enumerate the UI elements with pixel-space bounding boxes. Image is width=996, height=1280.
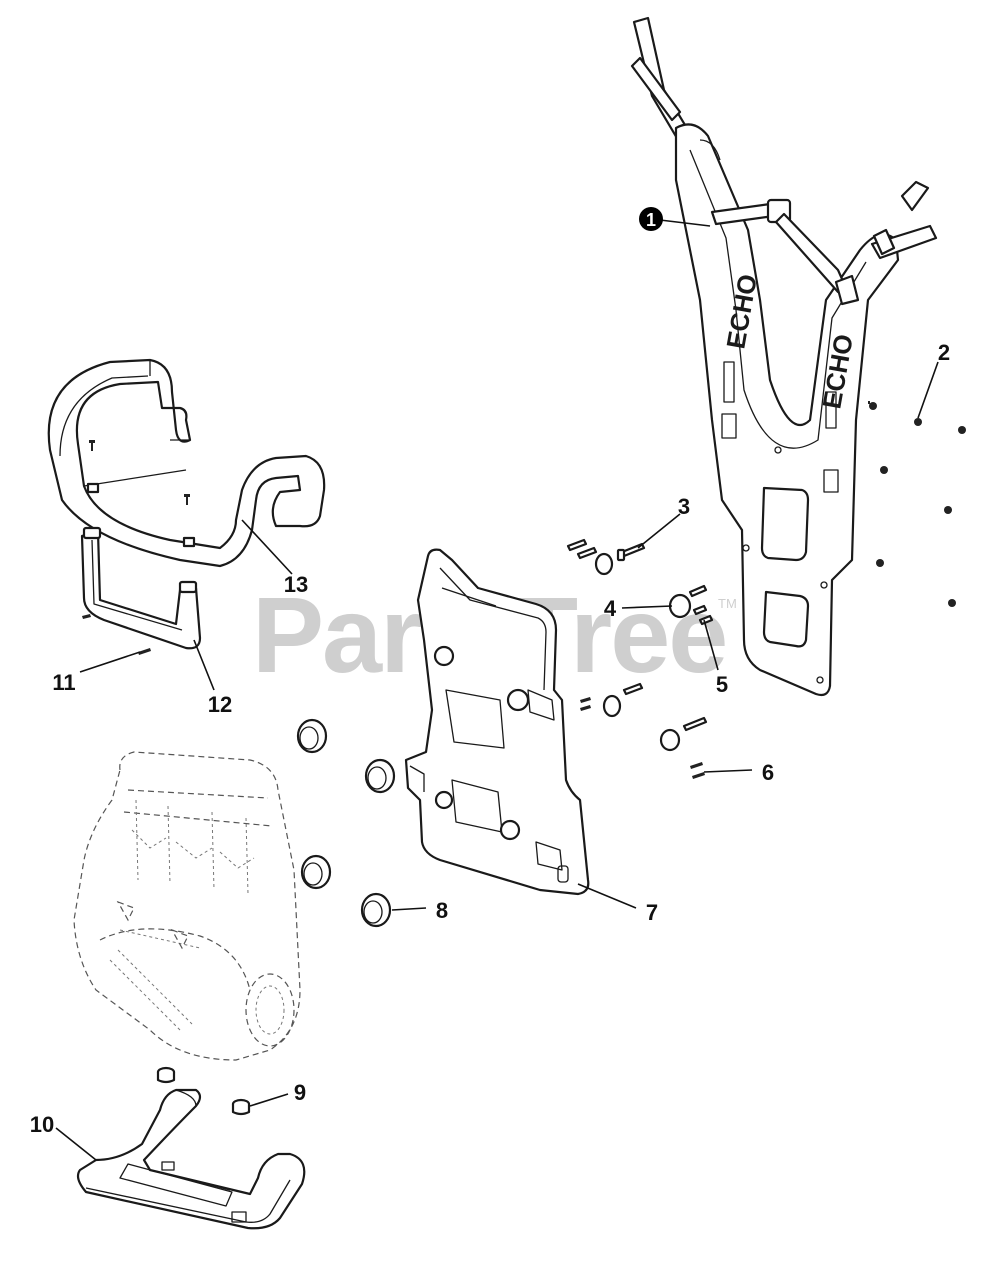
callout-2: 2: [938, 340, 950, 365]
callout-10: 10: [30, 1112, 54, 1137]
screw-set-part-6[interactable]: [580, 697, 705, 779]
engine-phantom-outline: [73, 751, 301, 1061]
bolt-part-3[interactable]: [566, 538, 646, 576]
callout-7: 7: [646, 900, 658, 925]
callout-11: 11: [52, 670, 75, 695]
screw-set-part-2[interactable]: [868, 401, 966, 607]
grommet-set-part-8[interactable]: [296, 718, 396, 928]
screw-set-part-11[interactable]: [82, 614, 151, 655]
rubber-foot-part-9[interactable]: [156, 1066, 251, 1116]
washer-part-4[interactable]: [602, 584, 708, 752]
callout-6: 6: [762, 760, 774, 785]
watermark-trademark: TM: [718, 596, 737, 611]
callout-8: 8: [436, 898, 448, 923]
callout-13: 13: [284, 572, 308, 597]
handle-bar-part-13[interactable]: [47, 358, 326, 568]
handle-bracket-part-12[interactable]: [80, 526, 202, 650]
backpack-frame-part-1[interactable]: ECHO ECHO: [630, 16, 938, 697]
callout-1: 1: [639, 207, 663, 231]
back-plate-part-7[interactable]: [404, 548, 590, 896]
screw-part-5[interactable]: [622, 604, 714, 732]
callout-1-label: 1: [646, 210, 656, 230]
callout-9: 9: [294, 1080, 306, 1105]
callout-3: 3: [678, 494, 690, 519]
callout-5: 5: [716, 672, 728, 697]
callout-4: 4: [604, 596, 617, 621]
callout-12: 12: [208, 692, 232, 717]
leader-lines: [55, 219, 939, 1161]
base-part-10[interactable]: [76, 1088, 306, 1230]
